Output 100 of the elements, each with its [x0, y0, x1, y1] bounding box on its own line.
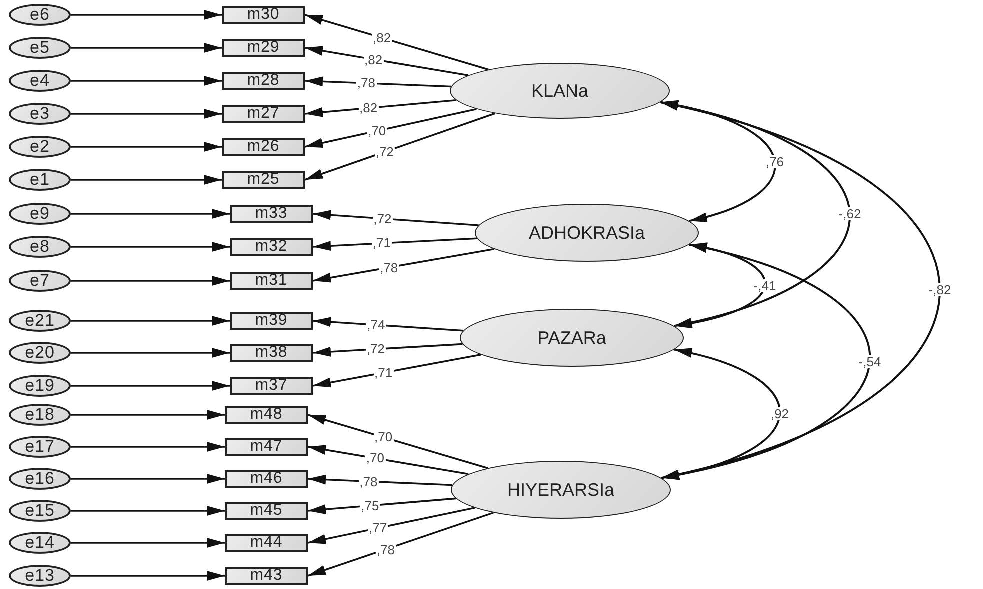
arrow: [308, 507, 476, 544]
arrow: [71, 538, 225, 548]
arrow: [71, 209, 230, 219]
arrow: [71, 348, 230, 358]
edge-label: ,75: [360, 499, 380, 512]
error-ellipse: e20: [9, 342, 71, 364]
indicator-box: m33: [230, 205, 313, 223]
double-headed-curved-arrow: [674, 243, 766, 328]
error-ellipse: e18: [9, 404, 71, 426]
indicator-box: m32: [230, 238, 313, 256]
error-ellipse: e5: [9, 37, 71, 59]
latent-ellipse: ADHOKRASIa: [475, 204, 699, 262]
error-ellipse: e16: [9, 468, 71, 490]
arrow: [304, 46, 468, 76]
error-ellipse: e17: [9, 436, 71, 458]
indicator-box: m47: [225, 438, 308, 456]
arrow: [71, 109, 222, 119]
arrow: [308, 512, 494, 577]
arrow: [71, 506, 225, 516]
latent-ellipse: PAZARa: [460, 309, 684, 367]
edge-label: ,78: [356, 76, 376, 90]
indicator-box: m44: [225, 534, 308, 552]
double-headed-curved-arrow: [660, 101, 851, 328]
error-ellipse: e3: [9, 103, 71, 125]
arrow: [71, 316, 230, 326]
edge-label: -,82: [928, 284, 952, 297]
edge-label: ,72: [366, 342, 386, 356]
edge-label: ,82: [372, 31, 392, 44]
error-ellipse: e4: [9, 70, 71, 92]
indicator-box: m30: [222, 6, 305, 24]
arrow: [312, 343, 463, 357]
arrow: [71, 442, 225, 452]
indicator-box: m29: [222, 39, 305, 57]
indicator-box: m38: [230, 344, 313, 362]
error-ellipse: e13: [9, 565, 71, 587]
latent-ellipse: HIYERARSIa: [451, 461, 671, 519]
arrow: [71, 43, 222, 53]
indicator-box: m25: [222, 171, 305, 189]
arrow: [312, 354, 482, 388]
arrow: [308, 445, 469, 476]
arrow: [312, 317, 464, 332]
arrow: [304, 14, 489, 71]
edge-label: -,54: [858, 355, 882, 368]
arrow: [304, 76, 452, 88]
arrow: [71, 142, 222, 152]
edge-label: ,92: [770, 408, 790, 420]
edge-label: ,78: [379, 261, 400, 274]
edge-label: ,82: [364, 53, 384, 66]
indicator-box: m46: [225, 470, 308, 488]
edge-label: ,74: [366, 318, 386, 332]
error-ellipse: e1: [9, 169, 71, 191]
edge-label: ,82: [358, 102, 379, 115]
indicator-box: m48: [225, 406, 308, 424]
edge-label: ,72: [374, 146, 395, 159]
indicator-box: m28: [222, 72, 305, 90]
edge-label: ,70: [374, 430, 394, 444]
indicator-box: m26: [222, 138, 305, 156]
error-ellipse: e9: [9, 203, 71, 225]
arrow: [308, 474, 452, 486]
arrow: [71, 571, 225, 581]
error-ellipse: e6: [9, 4, 71, 26]
arrow: [71, 381, 230, 391]
error-ellipse: e14: [9, 532, 71, 554]
arrow: [71, 474, 225, 484]
arrow: [312, 210, 479, 226]
edge-label: ,70: [365, 452, 386, 465]
edge-label: ,78: [358, 475, 379, 488]
edge-label: ,70: [367, 124, 388, 138]
edge-label: ,76: [764, 155, 786, 168]
error-ellipse: e2: [9, 136, 71, 158]
arrow: [312, 248, 494, 283]
arrow: [71, 242, 230, 252]
arrow: [304, 108, 477, 148]
edge-label: -,62: [838, 208, 862, 221]
arrow: [71, 410, 225, 420]
double-headed-curved-arrow: [661, 348, 781, 480]
arrow: [304, 112, 496, 181]
edge-label: ,77: [368, 522, 388, 535]
arrow: [304, 99, 456, 118]
indicator-box: m31: [230, 272, 313, 290]
error-ellipse: e8: [9, 236, 71, 258]
latent-ellipse: KLANa: [450, 63, 670, 119]
edge-label: ,71: [373, 366, 394, 380]
double-headed-curved-arrow: [660, 101, 940, 480]
arrow: [308, 498, 456, 514]
arrow: [71, 276, 230, 286]
error-ellipse: e19: [9, 375, 71, 397]
edge-label: -,41: [752, 279, 778, 292]
arrow: [71, 10, 222, 20]
indicator-box: m39: [230, 312, 313, 330]
arrow: [71, 76, 222, 86]
error-ellipse: e21: [9, 310, 71, 332]
edge-label: ,71: [372, 236, 392, 250]
edge-label: ,72: [372, 212, 393, 226]
indicator-box: m43: [225, 567, 308, 585]
edge-label: ,78: [376, 543, 396, 556]
arrow: [71, 175, 222, 185]
indicator-box: m37: [230, 377, 313, 395]
error-ellipse: e15: [9, 500, 71, 522]
indicator-box: m45: [225, 502, 308, 520]
